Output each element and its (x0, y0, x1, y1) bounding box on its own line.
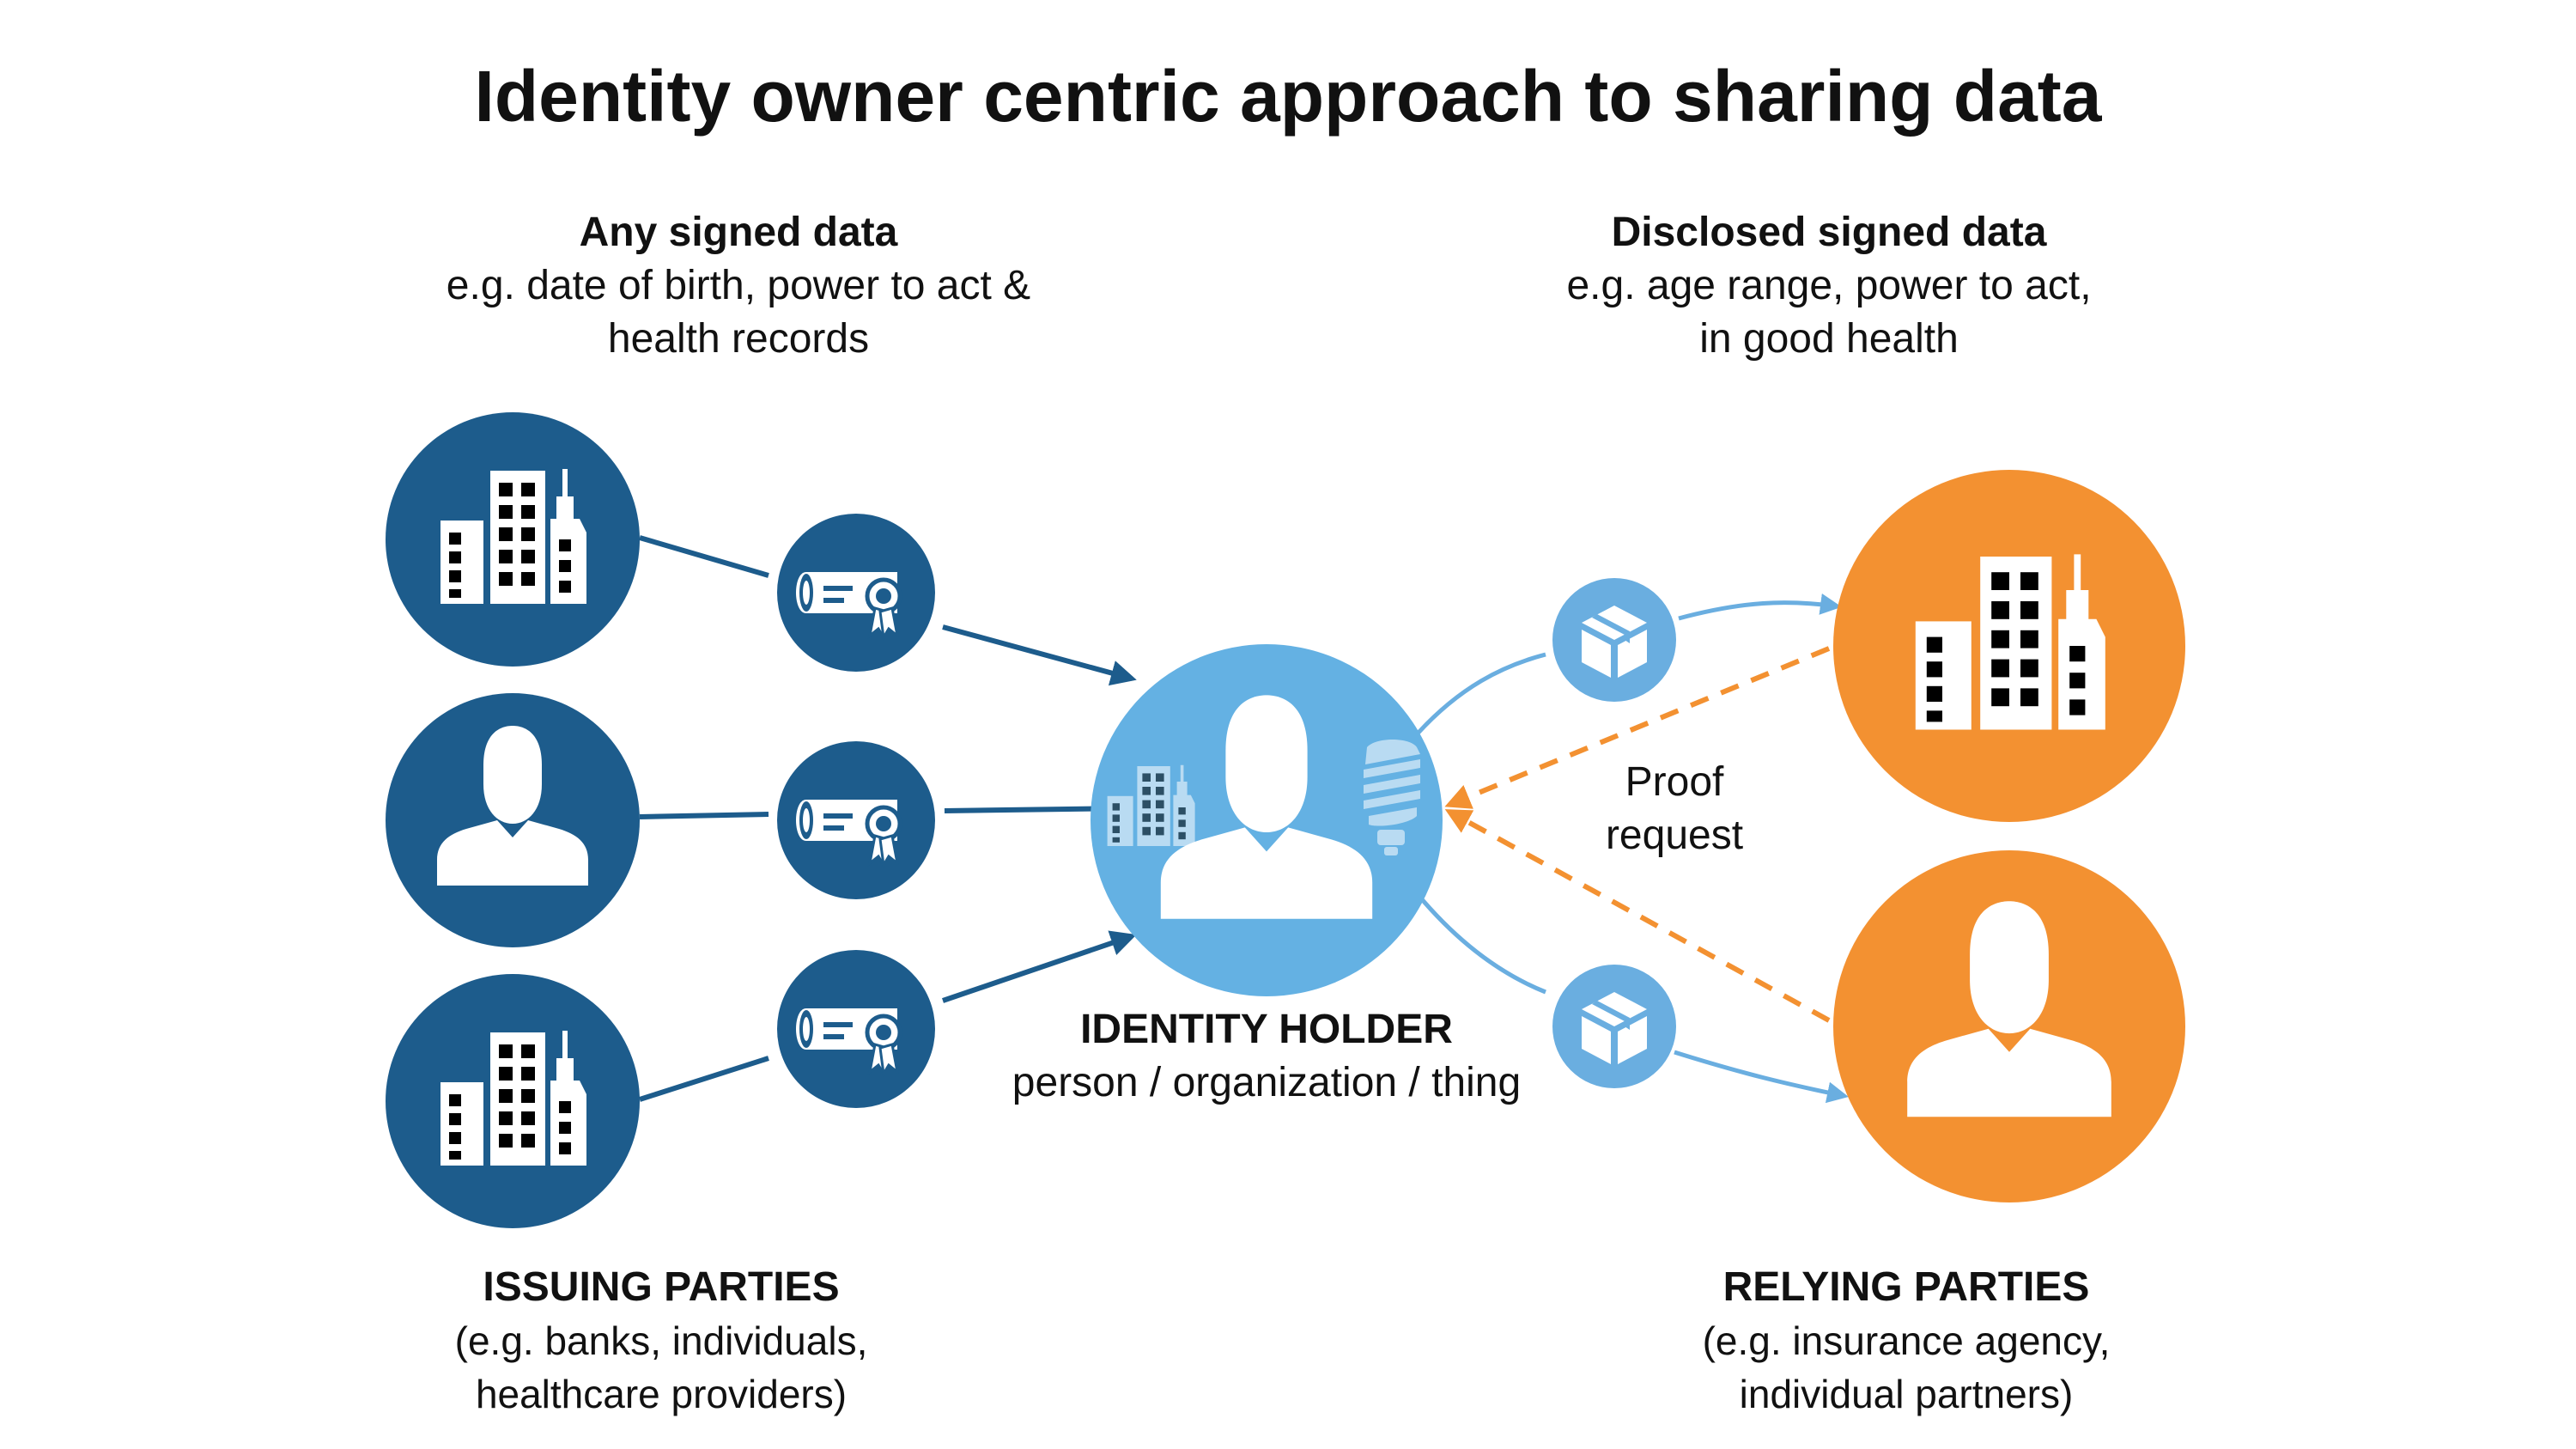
disclosed-data-line1: e.g. age range, power to act, (1566, 263, 2092, 308)
issuer-bank-1 (386, 412, 640, 667)
identity-holder-heading: IDENTITY HOLDER (1080, 1007, 1453, 1052)
identity-holder-node (1091, 644, 1443, 996)
credential-1 (777, 514, 935, 672)
arrow-package2-relying2 (1674, 1050, 1849, 1104)
identity-holder-caption: IDENTITY HOLDER person / organization / … (923, 1003, 1610, 1110)
relying-parties-caption: RELYING PARTIES (e.g. insurance agency, … (1563, 1261, 2250, 1421)
identity-holder-subtitle: person / organization / thing (1012, 1060, 1522, 1105)
relying-party-individual (1833, 850, 2185, 1202)
issued-data-heading: Any signed data (579, 210, 898, 255)
proof-request-line1: Proof (1625, 759, 1724, 805)
arrow-credential3-holder (942, 930, 1137, 1003)
curve-holder-package2 (1415, 892, 1546, 995)
issuer-bank-2 (386, 974, 640, 1228)
credential-2 (777, 741, 935, 899)
curve-holder-package1 (1415, 652, 1546, 736)
disclosed-data-line2: in good health (1699, 316, 1959, 362)
relying-party-insurance (1833, 470, 2185, 822)
relying-parties-heading: RELYING PARTIES (1722, 1264, 2090, 1310)
issuing-parties-heading: ISSUING PARTIES (483, 1264, 840, 1310)
connector-issuer2-credential2 (639, 812, 769, 819)
proof-request-label: Proof request (1528, 756, 1820, 862)
relying-parties-line2: individual partners) (1739, 1372, 2074, 1416)
issued-data-line1: e.g. date of birth, power to act & (446, 263, 1031, 308)
issued-data-line2: health records (607, 316, 870, 362)
presentation-package-1 (1552, 578, 1676, 702)
issuing-parties-line2: healthcare providers) (475, 1372, 848, 1416)
page-title: Identity owner centric approach to shari… (474, 56, 2102, 137)
proof-request-line2: request (1605, 813, 1744, 858)
issued-data-caption: Any signed data e.g. date of birth, powe… (361, 206, 1116, 366)
relying-parties-line1: (e.g. insurance agency, (1702, 1318, 2111, 1363)
connector-issuer3-credential3 (639, 1056, 769, 1102)
proof-request-arrow-2 (1444, 809, 1831, 1023)
proof-request-arrow-1 (1444, 646, 1831, 809)
connector-issuer1-credential1 (639, 535, 769, 578)
issuing-parties-caption: ISSUING PARTIES (e.g. banks, individuals… (318, 1261, 1005, 1421)
disclosed-data-caption: Disclosed signed data e.g. age range, po… (1451, 206, 2207, 366)
disclosed-data-heading: Disclosed signed data (1611, 210, 2047, 255)
issuer-individual (386, 693, 640, 947)
credential-3 (777, 950, 935, 1108)
arrow-package1-relying1 (1678, 593, 1842, 621)
arrow-credential1-holder (942, 624, 1137, 686)
issuing-parties-line1: (e.g. banks, individuals, (454, 1318, 868, 1363)
presentation-package-2 (1552, 965, 1676, 1088)
